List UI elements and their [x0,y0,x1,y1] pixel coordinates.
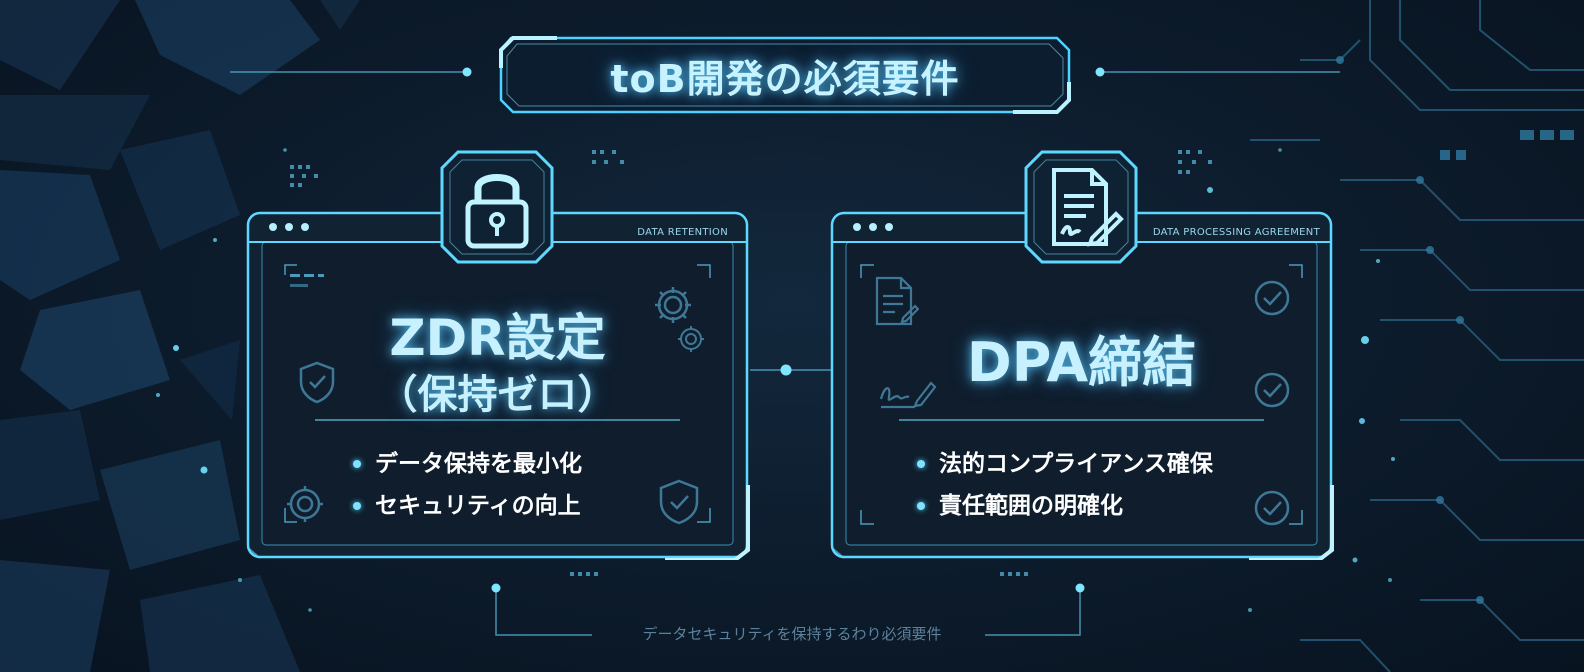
right-circuit-traces [1250,0,1584,672]
bullet-text: 責任範囲の明確化 [939,493,1123,519]
bullet-item: セキュリティの向上 [353,485,582,527]
bullet-list: 法的コンプライアンス確保 責任範囲の明確化 [917,443,1213,527]
bullet-dot [917,460,925,468]
title-frame [499,36,1071,114]
gear-icon [678,326,704,352]
bullet-item: データ保持を最小化 [353,443,582,485]
card-frame [830,211,1334,560]
card-dpa: DATA PROCESSING AGREEMENT DPA締結 法的コンプライア… [829,210,1334,560]
title-plate: toB開発の必須要件 [497,34,1073,116]
padlock-icon [440,150,554,264]
bullet-list: データ保持を最小化 セキュリティの向上 [353,443,582,527]
data-bits [290,150,1212,576]
bullet-text: セキュリティの向上 [375,493,581,519]
check-circle-icon [1254,372,1290,408]
shield-icon [299,361,335,404]
bullet-dot [353,502,361,510]
card-heading: DPA締結 [966,331,1197,394]
bullet-dot [353,460,361,468]
card-zdr: DATA RETENTION ZDR設定 （保持ゼロ） データ保持を最小化 セキ… [245,210,750,560]
check-circle-icon [1254,280,1290,316]
check-circle-icon [1254,490,1290,526]
card-tag: DATA RETENTION [637,227,728,238]
signature-icon [879,381,937,409]
page-title: toB開発の必須要件 [610,56,960,101]
card-subheading: （保持ゼロ） [377,372,618,418]
bullet-item: 責任範囲の明確化 [917,485,1213,527]
circuit-pads [1336,56,1574,604]
document-icon [875,276,919,326]
footer-caption: データセキュリティを保持するわり必須要件 [642,625,942,643]
card-tag: DATA PROCESSING AGREEMENT [1152,227,1320,238]
card-heading: ZDR設定 [389,309,606,367]
signed-document-icon [1024,150,1138,264]
bullet-item: 法的コンプライアンス確保 [917,443,1213,485]
shield-check-icon [659,479,699,525]
glow-particles [156,148,1395,612]
bullet-text: 法的コンプライアンス確保 [939,451,1213,477]
bullet-text: データ保持を最小化 [375,451,582,477]
gear-icon [287,486,323,522]
card-frame [246,211,750,560]
bullet-dot [917,502,925,510]
gear-icon [655,287,691,323]
